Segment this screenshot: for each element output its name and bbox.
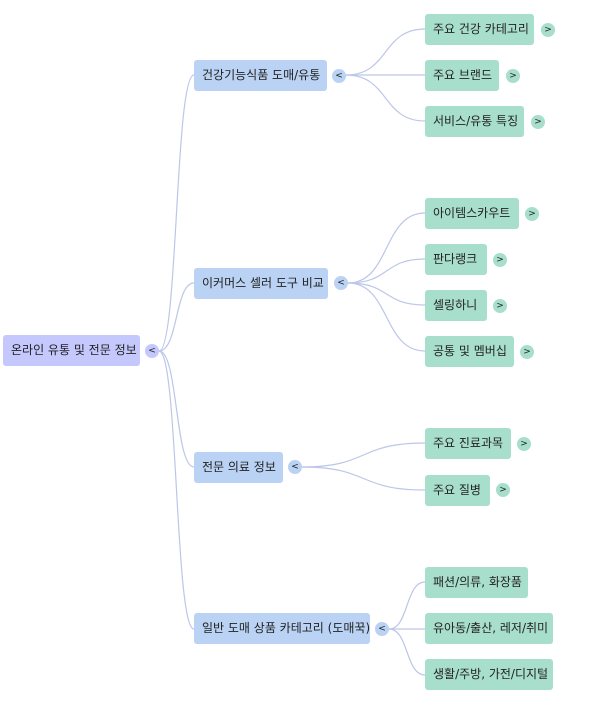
leaf-label: 판다랭크 (433, 252, 478, 266)
branch-collapse-icon[interactable]: < (375, 622, 389, 636)
connector-line (347, 282, 426, 306)
leaf-node[interactable]: 생활/주방, 가전/디지털 (425, 659, 553, 690)
leaf-label: 유아동/출산, 레저/취미 (433, 621, 549, 635)
branch-label: 건강기능식품 도매/유통 (202, 68, 321, 82)
leaf-label: 생활/주방, 가전/디지털 (433, 667, 549, 681)
leaf-node[interactable]: 유아동/출산, 레저/취미 (425, 613, 553, 644)
connector-line (345, 28, 426, 76)
connector-line (347, 282, 426, 352)
leaf-expand-icon[interactable]: > (493, 299, 507, 313)
leaf-node[interactable]: 주요 브랜드 (425, 60, 499, 91)
leaf-expand-icon[interactable]: > (531, 115, 545, 129)
connector-line (345, 74, 426, 122)
root-node[interactable]: 온라인 유통 및 전문 정보 (3, 335, 140, 366)
branch-collapse-icon[interactable]: < (288, 460, 302, 474)
leaf-node[interactable]: 주요 건강 카테고리 (425, 14, 534, 45)
leaf-expand-icon[interactable]: > (506, 69, 520, 83)
leaf-label: 서비스/유통 특징 (433, 114, 519, 128)
connector-line (158, 282, 195, 352)
leaf-label: 공통 및 멤버십 (433, 344, 507, 358)
leaf-node[interactable]: 공통 및 멤버십 (425, 336, 514, 367)
leaf-label: 셀링하니 (433, 298, 478, 312)
leaf-node[interactable]: 주요 진료과목 (425, 428, 511, 459)
branch-label: 일반 도매 상품 카테고리 (도매꾹) (202, 621, 371, 635)
branch-label: 이커머스 셀러 도구 비교 (202, 276, 324, 290)
branch-node-wholesale-categories[interactable]: 일반 도매 상품 카테고리 (도매꾹) (194, 613, 370, 644)
root-node-label: 온라인 유통 및 전문 정보 (11, 343, 137, 357)
connector-line (158, 350, 195, 630)
connector-line (301, 442, 426, 468)
leaf-label: 주요 건강 카테고리 (433, 22, 529, 36)
connector-line (158, 74, 195, 352)
branch-collapse-icon[interactable]: < (332, 69, 346, 83)
leaf-expand-icon[interactable]: > (517, 437, 531, 451)
branch-node-health-food[interactable]: 건강기능식품 도매/유통 (194, 60, 327, 91)
leaf-node[interactable]: 판다랭크 (425, 244, 487, 275)
branch-collapse-icon[interactable]: < (334, 276, 348, 290)
leaf-label: 패션/의류, 화장품 (433, 575, 522, 589)
leaf-label: 주요 질병 (433, 483, 481, 497)
connector-line (388, 628, 426, 676)
connector-line (301, 466, 426, 491)
leaf-expand-icon[interactable]: > (493, 253, 507, 267)
leaf-expand-icon[interactable]: > (496, 483, 510, 497)
leaf-expand-icon[interactable]: > (525, 207, 539, 221)
branch-label: 전문 의료 정보 (202, 460, 276, 474)
leaf-expand-icon[interactable]: > (541, 23, 555, 37)
leaf-node[interactable]: 패션/의류, 화장품 (425, 567, 528, 598)
leaf-node[interactable]: 셀링하니 (425, 290, 487, 321)
connector-line (347, 258, 426, 284)
leaf-label: 아이템스카우트 (433, 206, 511, 220)
leaf-node[interactable]: 아이템스카우트 (425, 198, 519, 229)
leaf-node[interactable]: 서비스/유통 특징 (425, 106, 524, 137)
leaf-expand-icon[interactable]: > (520, 345, 534, 359)
branch-node-ecommerce-tools[interactable]: 이커머스 셀러 도구 비교 (194, 268, 328, 299)
root-collapse-icon[interactable]: < (145, 344, 159, 358)
leaf-label: 주요 브랜드 (433, 68, 493, 82)
connector-line (388, 581, 426, 630)
connector-line (158, 350, 195, 468)
connector-line (347, 212, 426, 284)
branch-node-medical-info[interactable]: 전문 의료 정보 (194, 452, 283, 483)
leaf-label: 주요 진료과목 (433, 436, 504, 450)
leaf-node[interactable]: 주요 질병 (425, 475, 490, 506)
